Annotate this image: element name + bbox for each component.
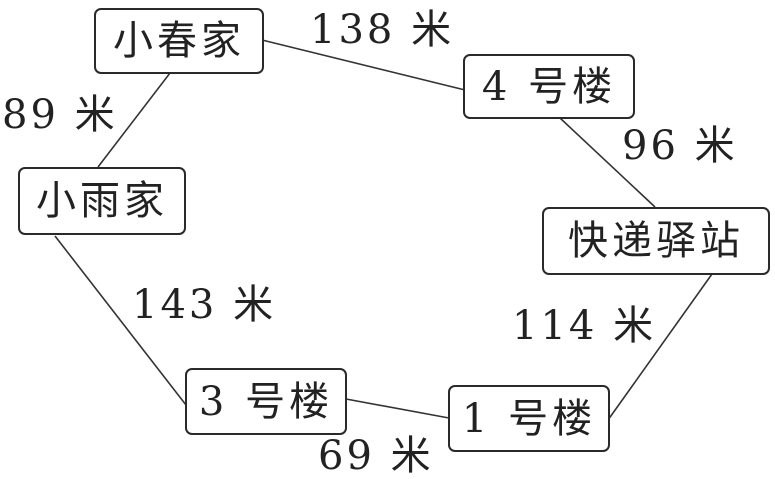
distance-label-96: 96 米 xyxy=(622,123,738,169)
distance-label-89: 89 米 xyxy=(2,92,118,138)
node-building-3: 3 号楼 xyxy=(185,368,347,435)
node-express-station: 快递驿站 xyxy=(542,207,770,275)
distance-label-143: 143 米 xyxy=(132,282,277,328)
node-xiaoyu-home: 小雨家 xyxy=(18,167,186,235)
node-building-1: 1 号楼 xyxy=(448,385,610,452)
edge-bldg3-xiaoyu xyxy=(54,235,187,406)
node-building-4: 4 号楼 xyxy=(463,54,635,119)
edge-xiaochun-bldg4 xyxy=(261,39,466,91)
edge-bldg1-bldg3 xyxy=(345,398,450,419)
node-xiaochun-home: 小春家 xyxy=(94,8,264,74)
distance-label-114: 114 米 xyxy=(512,303,657,349)
edge-bldg4-express xyxy=(559,117,656,208)
edge-express-bldg1 xyxy=(607,273,713,421)
distance-label-69: 69 米 xyxy=(318,433,434,479)
edge-xiaoyu-xiaochun xyxy=(97,72,171,168)
distance-label-138: 138 米 xyxy=(310,7,455,53)
